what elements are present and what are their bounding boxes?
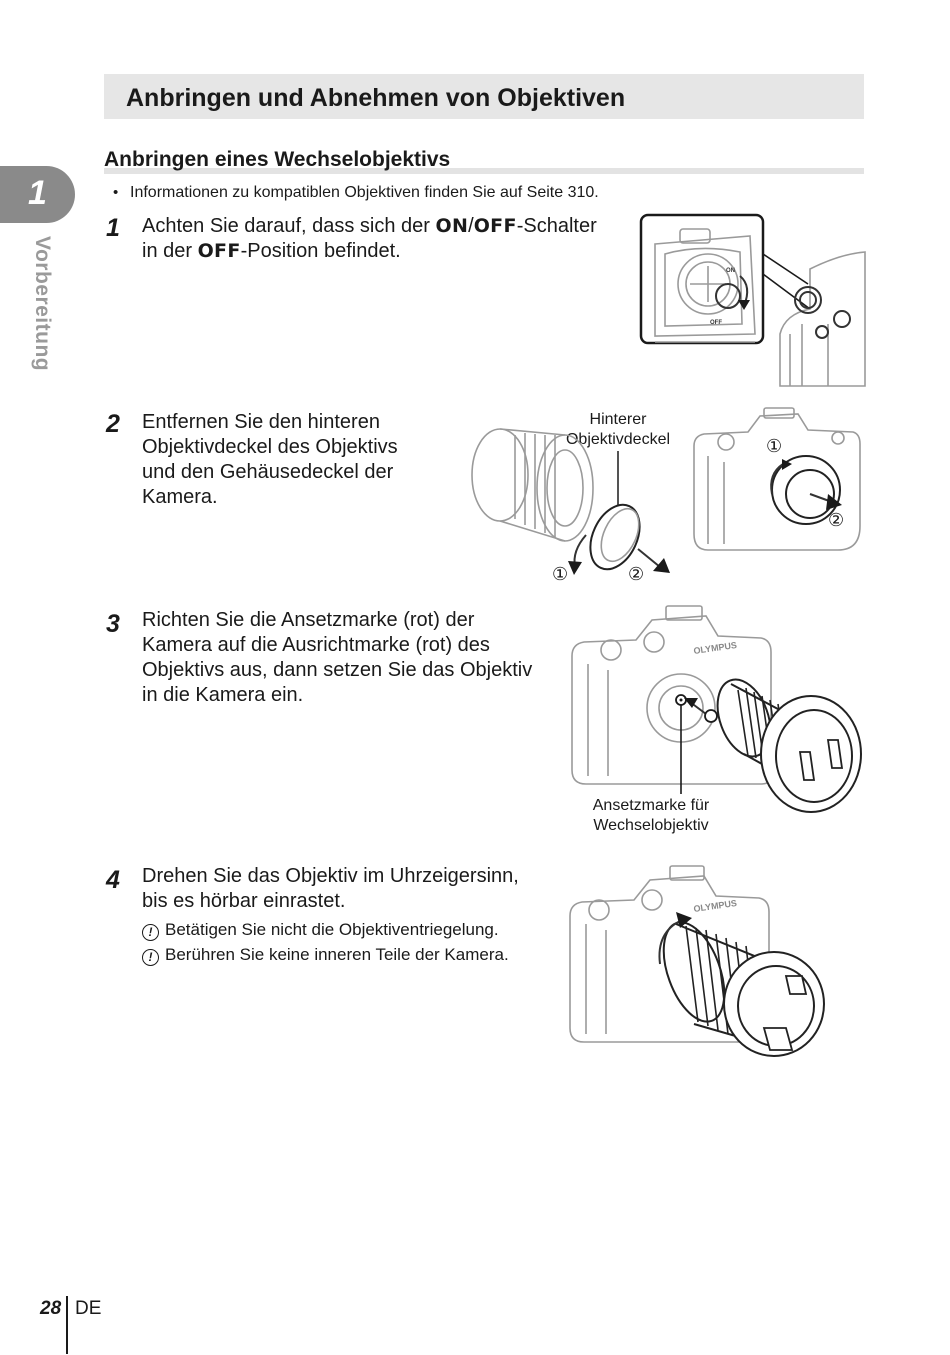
section-rule (104, 168, 864, 174)
mount-mark-caption: Ansetzmarke für Wechselobjektiv (592, 797, 710, 834)
step-4-note-1: !Betätigen Sie nicht die Objektiventrieg… (142, 920, 499, 941)
chapter-tab (0, 166, 75, 223)
step-2-body-illustration: ① ② (693, 407, 861, 551)
step-1-number: 1 (106, 214, 120, 242)
lens-marker-1: ① (552, 564, 568, 585)
camera-brand-label: OLYMPUS (693, 898, 738, 914)
step-2-text: Entfernen Sie den hinteren Objektivdecke… (142, 411, 398, 508)
body-marker-1: ① (766, 436, 782, 457)
switch-on-label: ON (726, 268, 735, 274)
title-bar (104, 74, 864, 119)
language-code: DE (75, 1298, 102, 1319)
step-3-number: 3 (106, 610, 120, 638)
lens-marker-2: ② (628, 564, 644, 585)
step-3-illustration: OLYMPUS (571, 605, 862, 813)
step-2-number: 2 (106, 410, 120, 438)
body-marker-2: ② (828, 510, 844, 531)
caution-icon: ! (142, 924, 159, 941)
page-number: 28 (40, 1298, 62, 1319)
chapter-number: 1 (28, 174, 47, 212)
bullet-dot: • (113, 184, 119, 201)
chapter-label: Vorbereitung (31, 236, 54, 372)
page-title: Anbringen und Abnehmen von Objektiven (126, 84, 626, 112)
step-1-illustration: ON OFF (639, 213, 866, 387)
step-1-text: Achten Sie darauf, dass sich der ON/OFF-… (142, 215, 597, 262)
caution-icon: ! (142, 949, 159, 966)
step-4-illustration: OLYMPUS (569, 865, 825, 1057)
footer-divider (66, 1296, 68, 1354)
rear-cap-caption: Hinterer Objektivdeckel (565, 411, 671, 448)
step-4-text: Drehen Sie das Objektiv im Uhrzeigersinn… (142, 865, 519, 912)
step-2-lens-illustration: ① ② (471, 428, 670, 585)
step-4-number: 4 (106, 866, 120, 894)
camera-brand-label: OLYMPUS (693, 640, 738, 656)
section-title: Anbringen eines Wechselobjektivs (104, 148, 451, 171)
switch-off-label: OFF (710, 320, 722, 326)
step-3-text: Richten Sie die Ansetzmarke (rot) der Ka… (142, 609, 533, 706)
step-4-note-2: !Berühren Sie keine inneren Teile der Ka… (142, 945, 509, 966)
bullet-text: Informationen zu kompatiblen Objektiven … (130, 184, 599, 201)
